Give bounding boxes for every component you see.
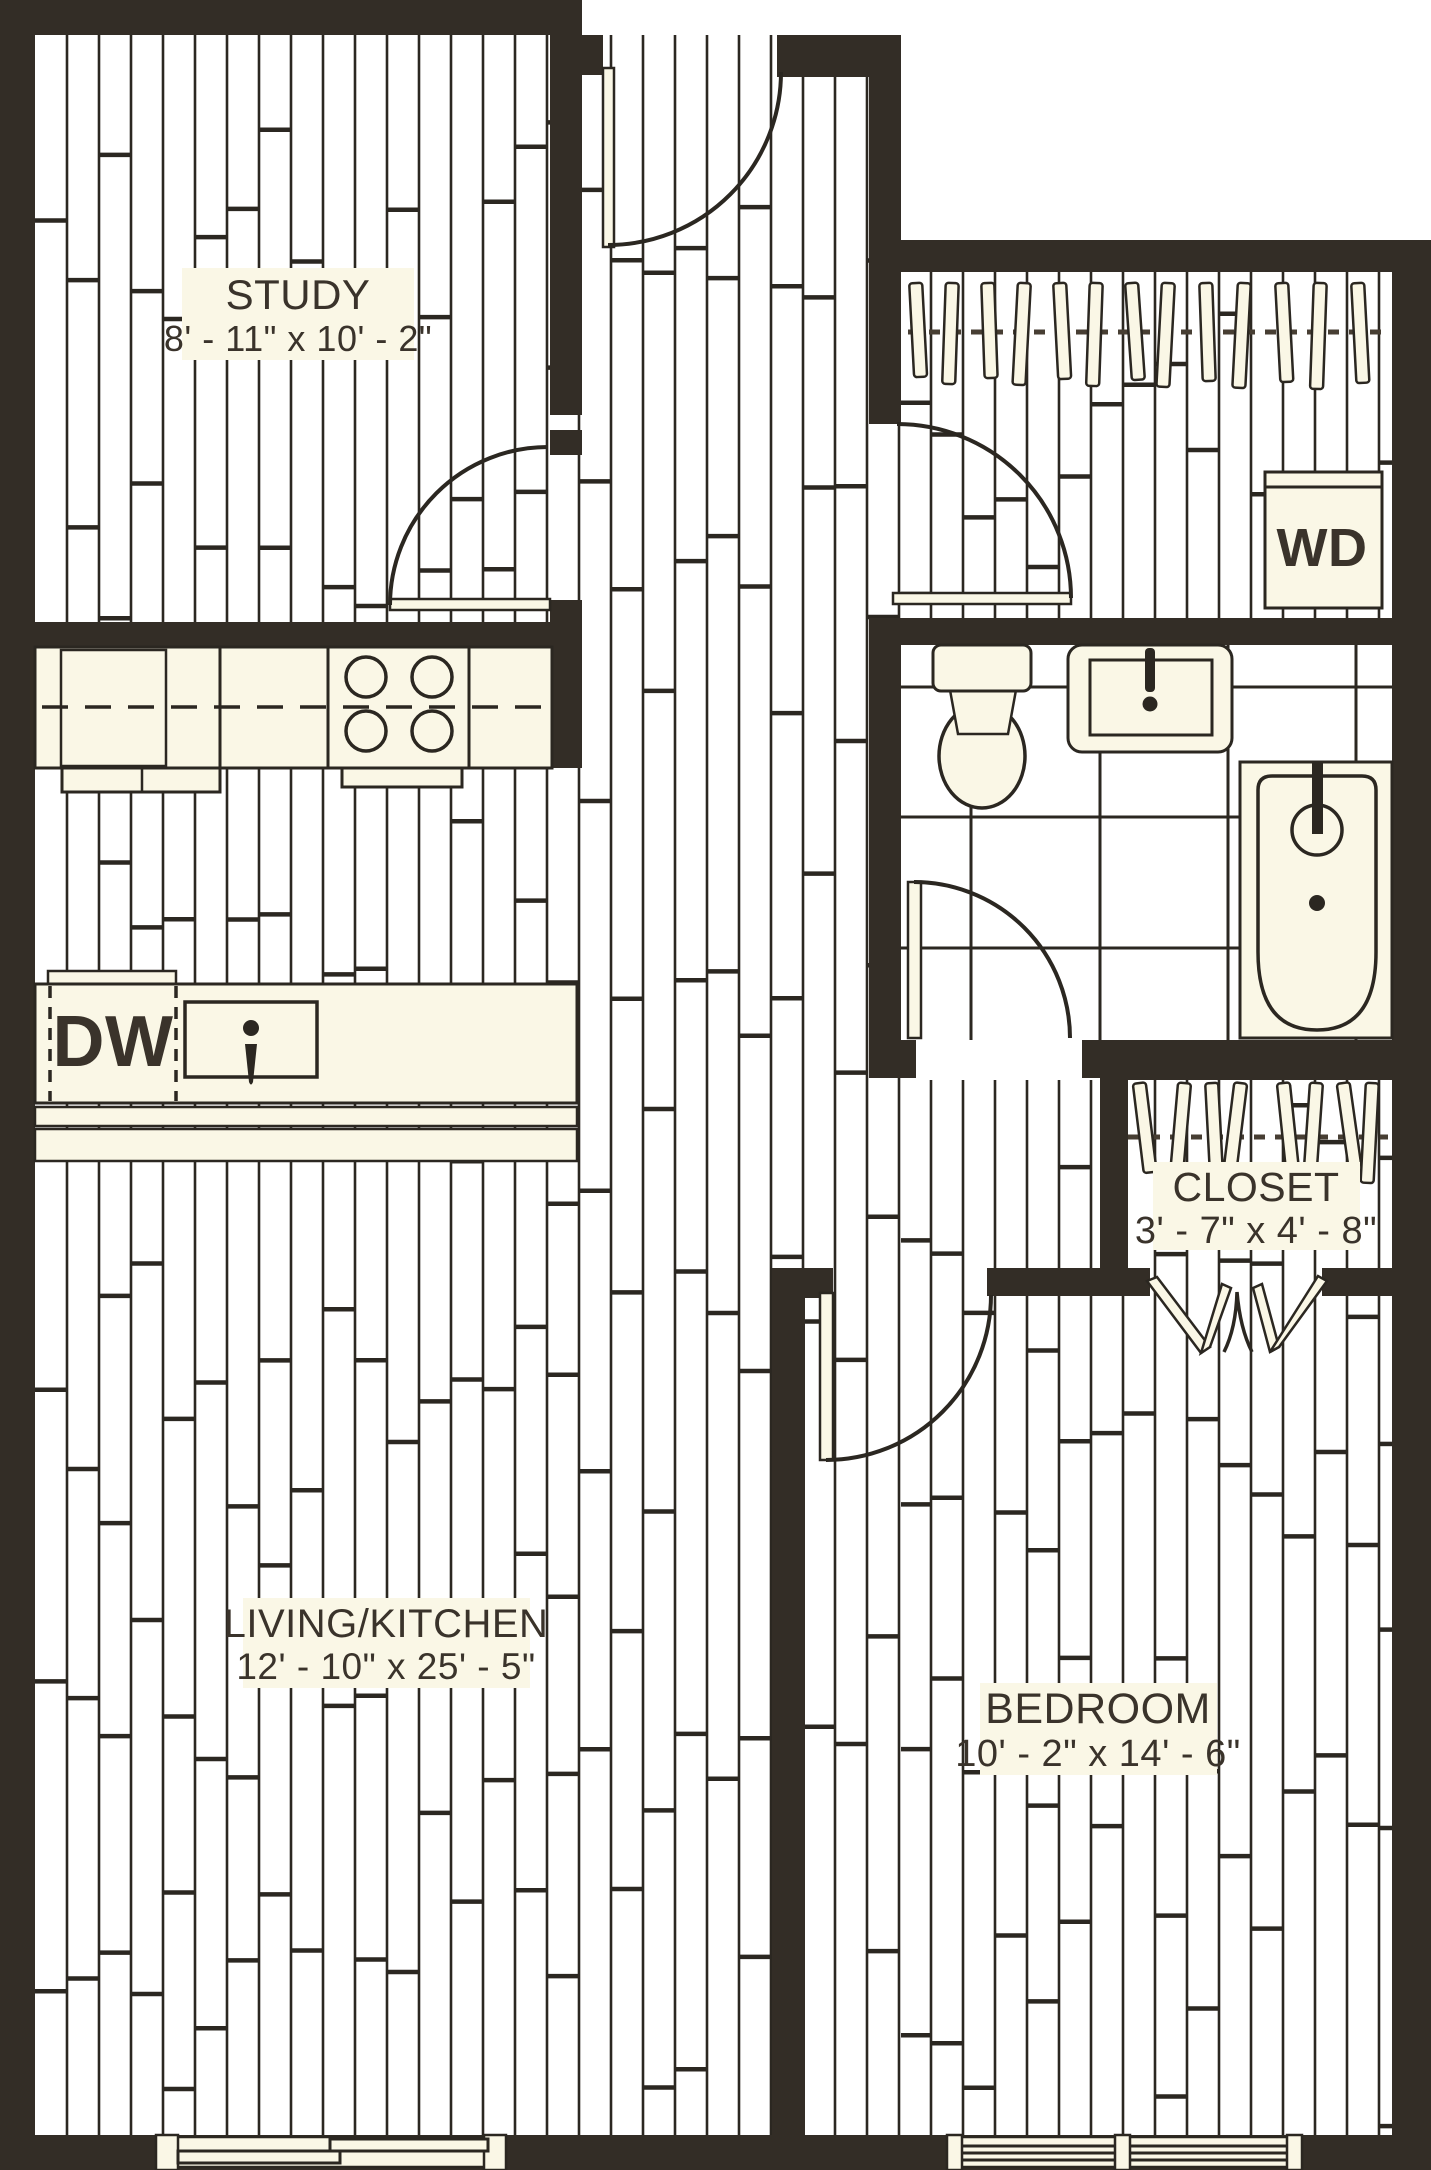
room-name: LIVING/KITCHEN	[224, 1602, 549, 1646]
stove-icon	[344, 655, 454, 753]
room-dimensions: 10' - 2" x 14' - 6"	[955, 1733, 1240, 1775]
wall-segment	[869, 240, 1392, 272]
wall-segment	[550, 35, 582, 415]
entry-door-icon	[601, 66, 783, 249]
room-name: BEDROOM	[985, 1685, 1211, 1733]
wall-segment	[0, 0, 35, 2170]
washer-dryer-label: WD	[1277, 518, 1368, 578]
room-dimensions: 3' - 7" x 4' - 8"	[1135, 1210, 1377, 1252]
study-door-icon	[388, 445, 552, 612]
island-bar-ledge	[33, 1105, 579, 1128]
bedroom-door-icon	[818, 1291, 993, 1462]
kitchen-island: DW	[33, 969, 579, 1163]
wall-segment	[0, 0, 582, 35]
washer-dryer-icon: WD	[1263, 470, 1384, 610]
wall-segment	[869, 618, 1392, 645]
window-icon	[945, 2133, 1304, 2170]
room-dimensions: 12' - 10" x 25' - 5"	[236, 1646, 535, 1687]
clothes-hangers-icon	[908, 281, 1371, 391]
room-label-study: STUDY 8' - 11" x 10' - 2"	[164, 268, 432, 360]
stove-front	[340, 766, 464, 789]
room-name: STUDY	[226, 271, 371, 318]
kitchen-counter	[33, 645, 554, 794]
wall-segment	[901, 1040, 916, 1078]
room-name: CLOSET	[1172, 1164, 1339, 1210]
wall-segment	[777, 35, 901, 77]
dishwasher-label: DW	[53, 1002, 174, 1082]
room-label-closet: CLOSET 3' - 7" x 4' - 8"	[1135, 1162, 1377, 1252]
bathroom-sink-icon	[1066, 643, 1234, 754]
wall-segment	[869, 645, 901, 1078]
wall-segment	[550, 430, 582, 455]
wall-segment	[987, 1268, 1150, 1296]
bifold-closet-door-icon	[1145, 1274, 1329, 1356]
room-label-living-kitchen: LIVING/KITCHEN 12' - 10" x 25' - 5"	[224, 1598, 549, 1688]
wall-segment	[1100, 1040, 1392, 1080]
room-dimensions: 8' - 11" x 10' - 2"	[164, 318, 432, 359]
bathtub-icon	[1238, 760, 1394, 1040]
closet-entry-door-icon	[891, 422, 1073, 606]
wall-segment	[1322, 1268, 1392, 1296]
room-label-bedroom: BEDROOM 10' - 2" x 14' - 6"	[955, 1683, 1240, 1775]
bathroom-door-icon	[906, 880, 1072, 1040]
wall-segment	[35, 622, 582, 647]
window-icon	[154, 2133, 508, 2170]
wall-segment	[552, 622, 582, 768]
wall-segment	[582, 35, 603, 75]
wall-segment	[1392, 240, 1431, 2170]
island-bar-ledge	[33, 1127, 579, 1163]
toilet-icon	[931, 643, 1033, 810]
wall-segment	[772, 1268, 805, 2135]
island-sink-icon	[183, 1000, 319, 1085]
